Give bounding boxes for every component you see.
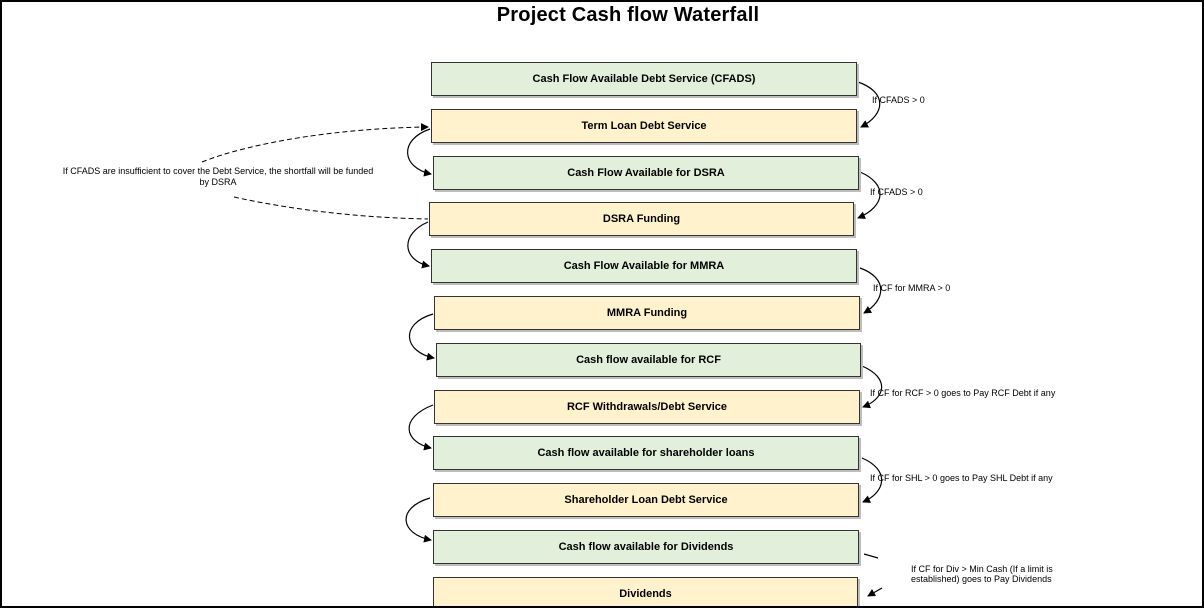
arrow-shl-service-to-div-cf — [405, 497, 432, 543]
arrow-div-cf-to-dividends — [867, 587, 883, 597]
condition-dividends-line-2: established) goes to Pay Dividends — [911, 574, 1052, 584]
arrow-shl-cf-to-shl-service — [861, 457, 883, 503]
arrow-cfads-to-term-loan — [857, 81, 881, 128]
box-cfads: Cash Flow Available Debt Service (CFADS) — [431, 62, 857, 96]
arrow-mmra-funding-to-rcf-cf — [408, 313, 435, 361]
arrow-div-cf-start — [863, 553, 879, 559]
condition-shl: If CF for SHL > 0 goes to Pay SHL Debt i… — [870, 473, 1053, 483]
arrow-dsra-funding-to-mmra-cf — [407, 221, 430, 269]
arrow-rcf-cf-to-rcf-service — [861, 365, 883, 409]
condition-mmra: If CF for MMRA > 0 — [873, 283, 951, 293]
box-cf-available-dividends: Cash flow available for Dividends — [433, 530, 859, 564]
box-dsra-funding: DSRA Funding — [429, 202, 854, 236]
arrow-term-loan-to-dsra-cf — [407, 128, 432, 177]
diagram-title: Project Cash flow Waterfall — [496, 4, 760, 26]
box-cf-available-mmra: Cash Flow Available for MMRA — [431, 249, 857, 283]
box-rcf-withdrawals: RCF Withdrawals/Debt Service — [434, 390, 860, 424]
box-shl-debt-service: Shareholder Loan Debt Service — [433, 483, 859, 517]
dsra-note-connector-bottom — [233, 196, 429, 220]
condition-cfads-term-loan: If CFADS > 0 — [872, 95, 925, 105]
condition-rcf: If CF for RCF > 0 goes to Pay RCF Debt i… — [870, 388, 1056, 398]
box-dividends: Dividends — [433, 577, 858, 606]
box-cf-available-shl: Cash flow available for shareholder loan… — [433, 436, 859, 470]
condition-dividends-line-1: If CF for Div > Min Cash (If a limit is — [911, 564, 1053, 574]
box-cf-available-dsra: Cash Flow Available for DSRA — [433, 156, 859, 190]
box-cf-available-rcf: Cash flow available for RCF — [436, 343, 861, 377]
arrow-mmra-cf-to-mmra-funding — [859, 267, 882, 314]
arrow-dsra-cf-to-dsra-funding — [857, 171, 881, 219]
box-mmra-funding: MMRA Funding — [434, 296, 860, 330]
condition-cfads-dsra: If CFADS > 0 — [870, 187, 923, 197]
arrow-rcf-service-to-shl-cf — [408, 404, 434, 451]
dsra-note-connector-top — [201, 123, 429, 163]
box-term-loan-debt-service: Term Loan Debt Service — [431, 109, 857, 143]
dsra-shortfall-note: If CFADS are insufficient to cover the D… — [62, 166, 374, 187]
